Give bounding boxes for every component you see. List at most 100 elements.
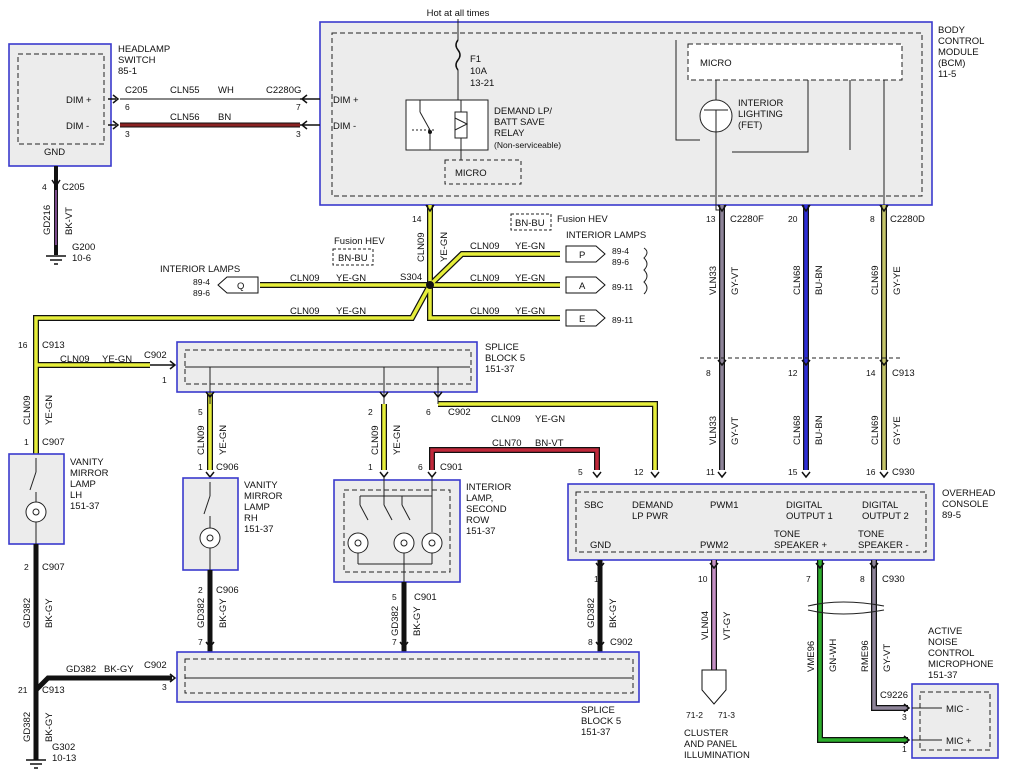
conn-c930-top: C930: [892, 467, 915, 478]
interior-lamps-right-label: INTERIOR LAMPS: [566, 230, 646, 241]
svg-text:(BCM): (BCM): [938, 58, 965, 69]
ground-g200-symbol: [46, 255, 66, 265]
svg-text:BODY: BODY: [938, 25, 966, 36]
svg-text:89-5: 89-5: [942, 510, 961, 521]
svg-text:SPLICE: SPLICE: [581, 705, 615, 716]
wire-label: CLN09: [370, 425, 381, 455]
pin-label: 1: [594, 574, 599, 584]
pin-label: 2: [368, 407, 373, 417]
conn-c2280d: C2280D: [890, 214, 925, 225]
wire-label: GD382: [22, 712, 33, 742]
svg-text:INTERIOR: INTERIOR: [738, 98, 784, 109]
pin-label: 1: [198, 462, 203, 472]
wire-gd382-network: [33, 544, 603, 760]
pin-label: 5: [198, 407, 203, 417]
pin-label: 3: [902, 712, 907, 722]
wire-rme96: [871, 560, 908, 711]
fusion-hev-color: BN-BU: [338, 253, 368, 264]
wire-label: GY-YE: [892, 416, 903, 445]
svg-text:151-37: 151-37: [466, 526, 496, 537]
svg-text:ACTIVE: ACTIVE: [928, 626, 962, 637]
wire-label: GN-WH: [828, 639, 839, 672]
pin-label: 4: [42, 182, 47, 192]
fuse-f1-label: F1 10A 13-21: [470, 54, 494, 89]
svg-text:RELAY: RELAY: [494, 128, 525, 139]
svg-text:CONTROL: CONTROL: [938, 36, 984, 47]
pin-label: 5: [392, 592, 397, 602]
svg-text:LAMP: LAMP: [70, 479, 96, 490]
interior-lamp-2nd-row-label: INTERIOR LAMP, SECOND ROW 151-37: [466, 482, 512, 537]
conn-c902-left: C902: [144, 660, 167, 671]
wire-label: CLN09: [290, 273, 320, 284]
svg-text:E: E: [579, 314, 585, 325]
svg-text:85-1: 85-1: [118, 66, 137, 77]
wire-label: YE-GN: [439, 232, 450, 262]
conn-c2280g: C2280G: [266, 85, 301, 96]
svg-text:MIRROR: MIRROR: [70, 468, 109, 479]
ref-label: 89-11: [612, 315, 633, 325]
bracket: [643, 247, 648, 295]
svg-text:MODULE: MODULE: [938, 47, 979, 58]
wire-label: WH: [218, 85, 234, 96]
pin-label: 6: [125, 102, 130, 112]
wire-label: VLN33: [708, 266, 719, 295]
pin-label: 8: [588, 637, 593, 647]
svg-text:F1: F1: [470, 54, 481, 65]
relay-micro-box: [444, 159, 522, 185]
bcm-micro-label: MICRO: [700, 58, 732, 69]
wire-cln09-drops: [207, 404, 387, 470]
wire-label: CLN09: [470, 306, 500, 317]
svg-text:CLUSTER: CLUSTER: [684, 728, 728, 739]
pin-label: 20: [788, 214, 798, 224]
svg-text:151-37: 151-37: [485, 364, 515, 375]
conn-c913-left: C913: [42, 340, 65, 351]
relay-micro-label: MICRO: [455, 168, 487, 179]
fuse-f1-symbol: [455, 39, 461, 71]
wire-label: BK-GY: [44, 598, 55, 628]
fusion-hev-box: [332, 248, 374, 266]
mic-minus-label: MIC -: [946, 704, 969, 715]
svg-text:151-37: 151-37: [581, 727, 611, 738]
conn-c205-gnd: C205: [62, 182, 85, 193]
svg-text:MIRROR: MIRROR: [244, 491, 283, 502]
pin-label: 7: [806, 574, 811, 584]
connector-q-label: Q: [237, 281, 244, 292]
ref-label: 71-2: [686, 710, 703, 720]
cluster-connector: [701, 669, 727, 705]
wire-label: BK-GY: [218, 598, 229, 628]
bcm-label: BODY CONTROL MODULE (BCM) 11-5: [938, 25, 984, 80]
ref-label: 89-4: [612, 246, 629, 256]
pin-label: 3: [296, 129, 301, 139]
oc-tone-plus-label: TONE: [774, 529, 800, 540]
pin-label: 10: [698, 574, 708, 584]
svg-text:P: P: [579, 250, 585, 261]
svg-text:151-37: 151-37: [928, 670, 958, 681]
connector-a: A: [565, 276, 606, 294]
conn-c9226: C9226: [880, 690, 908, 701]
oc-tone-minus-label: SPEAKER -: [858, 540, 909, 551]
wire-label: YE-GN: [535, 414, 565, 425]
splice-s304-dot: [426, 281, 434, 289]
svg-text:SWITCH: SWITCH: [118, 55, 156, 66]
svg-text:(FET): (FET): [738, 120, 762, 131]
conn-c902-mid: C902: [448, 407, 471, 418]
wire-label: YE-GN: [392, 425, 403, 455]
wire-label: CLN09: [491, 414, 521, 425]
svg-text:INTERIOR: INTERIOR: [466, 482, 512, 493]
splice-block-bottom-label: SPLICE BLOCK 5 151-37: [581, 705, 621, 738]
svg-text:LAMP,: LAMP,: [466, 493, 493, 504]
connector-p: P: [565, 245, 606, 263]
conn-c930-bottom: C930: [882, 574, 905, 585]
pin-label: 14: [412, 214, 422, 224]
anc-mic-label: ACTIVE NOISE CONTROL MICROPHONE 151-37: [928, 626, 993, 681]
pin-label: 8: [870, 214, 875, 224]
fusion-hev-color: BN-BU: [515, 218, 545, 229]
conn-c906-top: C906: [216, 462, 239, 473]
ref-label: 71-3: [718, 710, 735, 720]
overhead-console-box: [567, 483, 935, 561]
svg-text:ROW: ROW: [466, 515, 489, 526]
wire-label: YE-GN: [336, 306, 366, 317]
oc-digital2-label: DIGITAL: [862, 500, 898, 511]
wire-label: CLN70: [492, 438, 522, 449]
wire-label: CLN09: [470, 241, 500, 252]
